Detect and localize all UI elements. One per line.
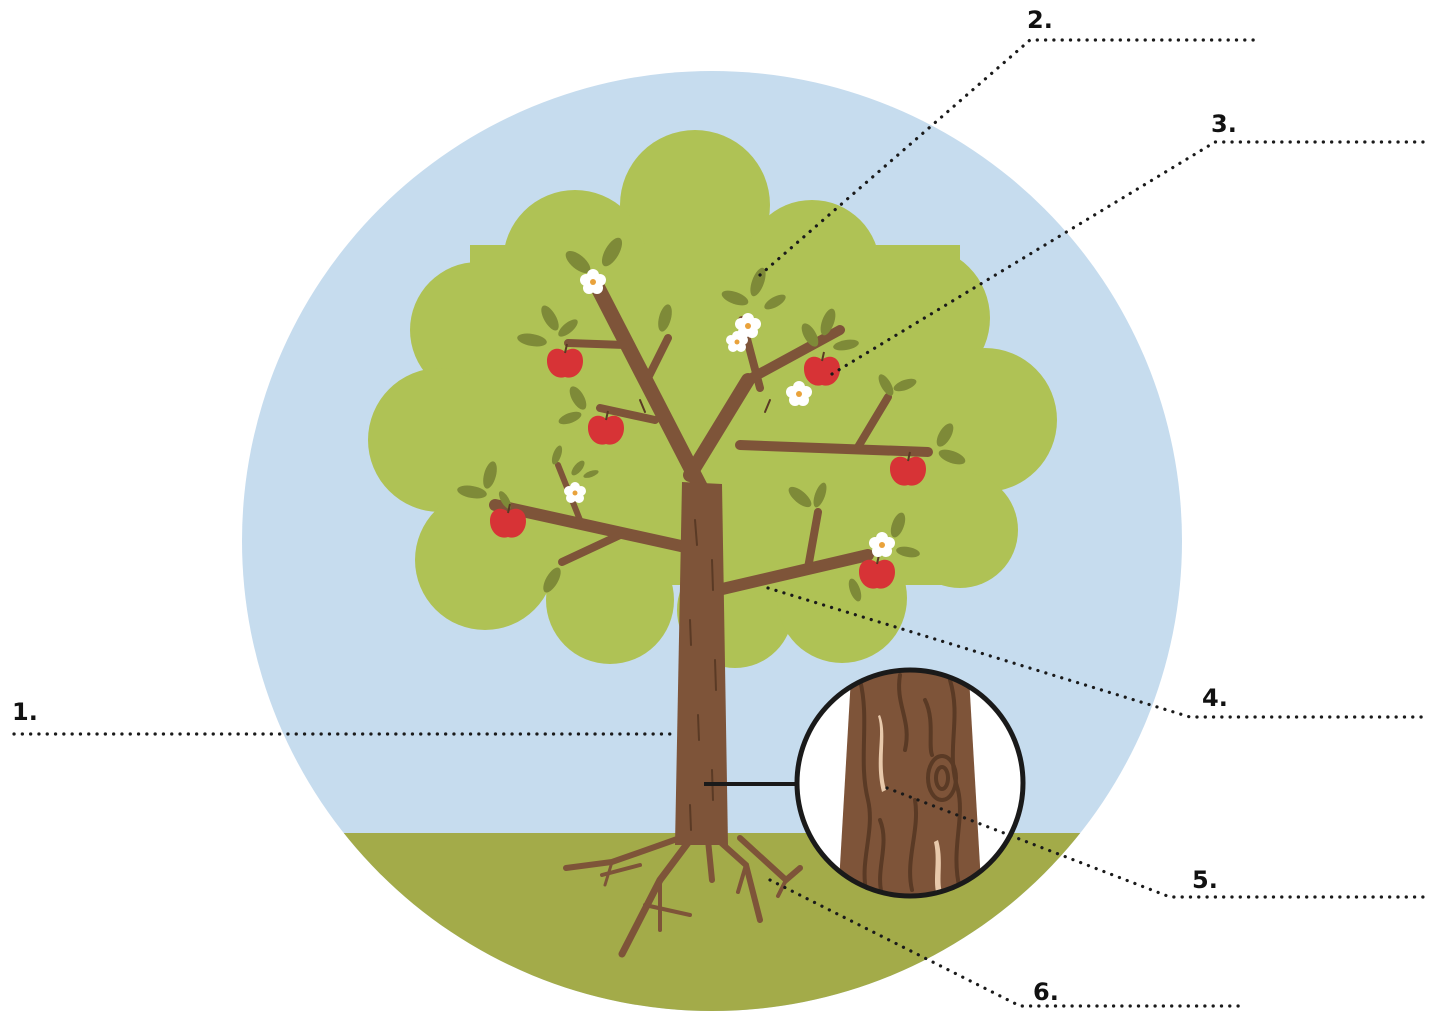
label-5: 5. <box>1192 866 1218 894</box>
apple-icon <box>890 451 926 486</box>
flower-icon <box>786 381 812 406</box>
apples <box>490 343 926 589</box>
leaf-icon <box>541 305 559 331</box>
label-2: 2. <box>1027 6 1053 34</box>
leaf-icon <box>601 237 623 267</box>
leaf-icon <box>551 445 563 465</box>
label-4: 4. <box>1202 684 1228 712</box>
flower-icon <box>564 482 586 503</box>
leaf-icon <box>571 460 585 476</box>
flower-icon <box>869 532 895 557</box>
leader-line-5 <box>885 786 1427 899</box>
leaf-icon <box>658 304 672 332</box>
label-6: 6. <box>1033 978 1059 1006</box>
leaf-icon <box>583 470 599 478</box>
leaf-icon <box>936 423 954 447</box>
leaf-icon <box>565 250 591 274</box>
leaf-icon <box>813 482 827 508</box>
leaf-icon <box>558 411 582 425</box>
leaf-icon <box>498 491 512 509</box>
leaves <box>457 237 966 602</box>
label-1: 1. <box>12 698 38 726</box>
apple-icon <box>547 343 583 378</box>
leaf-icon <box>848 578 862 602</box>
leaf-icon <box>764 294 786 310</box>
apple-icon <box>588 410 624 445</box>
flower-icon <box>580 269 606 294</box>
flower-icon <box>735 313 761 338</box>
leaf-icon <box>543 567 561 593</box>
leader-line-3 <box>830 140 1427 376</box>
leaf-icon <box>896 546 920 558</box>
leaf-icon <box>457 485 487 499</box>
leader-line-2 <box>758 38 1256 277</box>
leaf-icon <box>569 386 587 410</box>
leaf-icon <box>750 267 766 297</box>
leaf-icon <box>938 449 966 465</box>
leaf-icon <box>893 378 917 392</box>
leaf-icon <box>517 333 547 347</box>
branches <box>489 280 933 596</box>
leaf-icon <box>483 461 497 489</box>
leaf-icon <box>820 308 836 336</box>
leaf-icon <box>878 374 894 396</box>
label-3: 3. <box>1211 110 1237 138</box>
flowers <box>564 269 895 557</box>
leader-line-4 <box>766 586 1427 719</box>
flower-icon <box>726 331 748 352</box>
leaf-icon <box>890 512 906 538</box>
leader-lines <box>12 38 1427 1008</box>
apple-icon <box>490 503 526 538</box>
leaf-icon <box>788 486 812 508</box>
roots <box>563 835 803 958</box>
apple-icon <box>804 351 840 386</box>
leaf-icon <box>721 290 749 306</box>
bark-magnifier-icon <box>794 667 1026 899</box>
leaf-icon <box>558 319 578 337</box>
leaf-icon <box>801 323 819 347</box>
leaf-icon <box>833 339 859 351</box>
